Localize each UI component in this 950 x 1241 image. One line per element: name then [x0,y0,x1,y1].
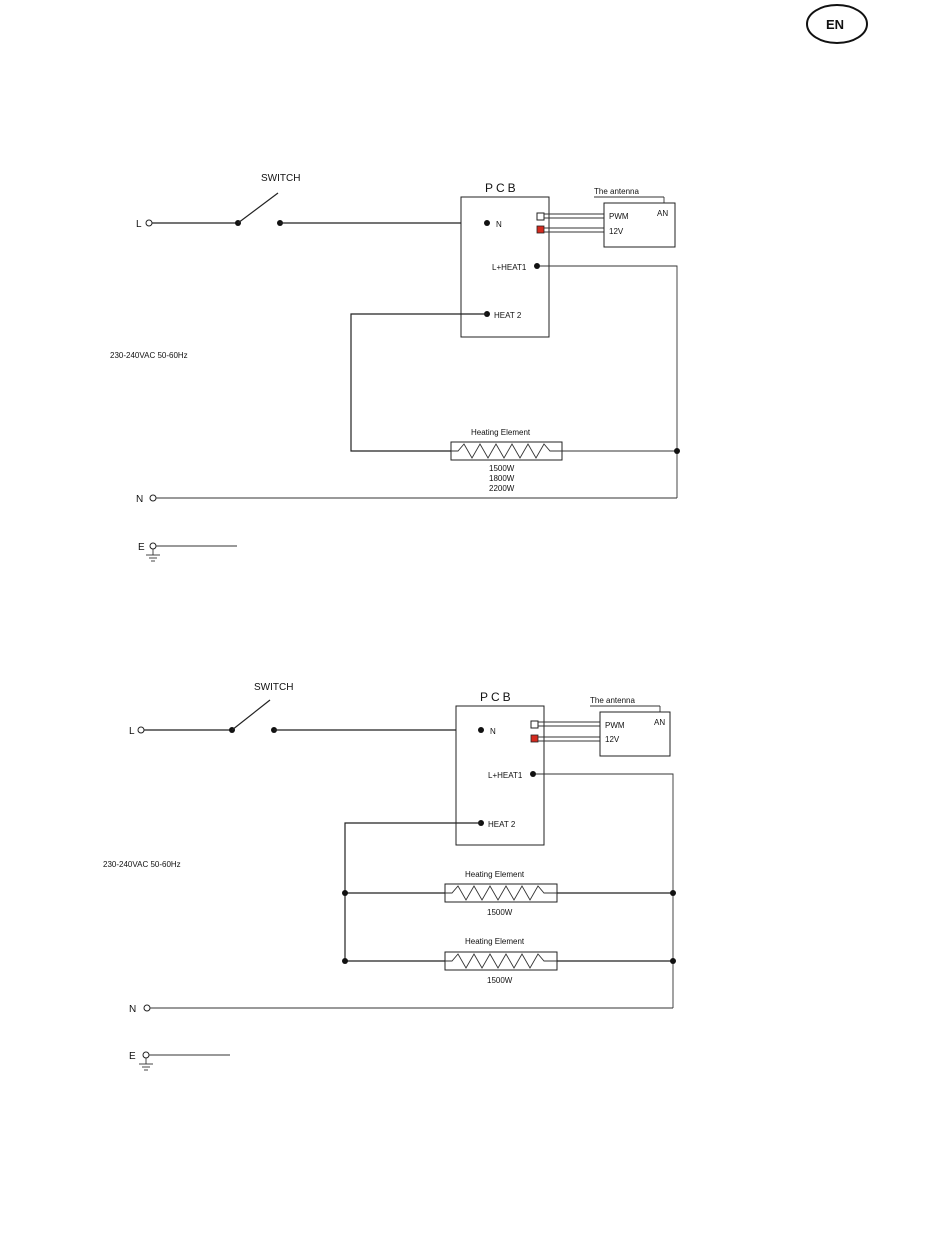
pcb-n-label: N [496,220,502,229]
antenna-an-label: AN [654,718,665,727]
line-l-terminal [138,727,144,733]
heating-element-watts-1: 1500W [489,464,515,473]
earth-icon [146,549,160,561]
pcb-l-heat1-label: L+HEAT1 [492,263,527,272]
heating-element-1 [445,884,557,902]
antenna-title: The antenna [594,187,639,196]
line-e-terminal [143,1052,149,1058]
junction-dot [670,958,676,964]
line-n-label: N [129,1004,136,1015]
heating-element-2-watts: 1500W [487,976,513,985]
antenna-an-label: AN [657,209,668,218]
pcb-pwm-connector [531,721,538,728]
pcb-12v-connector [537,226,544,233]
line-l-label: L [136,219,142,230]
heating-element-label: Heating Element [471,428,531,437]
line-e-label: E [138,542,145,553]
antenna-12v-label: 12V [605,735,620,744]
diagram-dual-element: L SWITCH PCB N L+HEAT1 HEAT 2 The antenn… [103,682,676,1070]
pcb-n-terminal [478,727,484,733]
pcb-n-label: N [490,727,496,736]
junction-dot [674,448,680,454]
earth-icon [139,1058,153,1070]
heating-element-1-label: Heating Element [465,870,525,879]
language-badge: EN [807,5,867,43]
line-n-label: N [136,494,143,505]
pcb-label: PCB [480,690,514,704]
pcb-heat2-label: HEAT 2 [488,820,516,829]
antenna-title: The antenna [590,696,635,705]
junction-dot [342,958,348,964]
heating-element-watts-3: 2200W [489,484,515,493]
switch-label: SWITCH [254,682,293,693]
pcb-n-terminal [484,220,490,226]
pcb-pwm-connector [537,213,544,220]
language-badge-label: EN [826,17,844,32]
antenna-12v-label: 12V [609,227,624,236]
pcb-l-heat1-terminal [534,263,540,269]
switch-lever [238,193,278,223]
line-n-terminal [150,495,156,501]
heating-element-2 [445,952,557,970]
pcb-l-heat1-label: L+HEAT1 [488,771,523,780]
heating-element [451,442,562,460]
junction-dot [342,890,348,896]
line-n-terminal [144,1005,150,1011]
pcb-heat2-label: HEAT 2 [494,311,522,320]
heating-element-watts-2: 1800W [489,474,515,483]
switch-lever [232,700,270,730]
line-e-terminal [150,543,156,549]
antenna-pwm-label: PWM [605,721,625,730]
line-l-label: L [129,726,135,737]
pcb-label: PCB [485,181,519,195]
diagram-single-element: L SWITCH PCB N L+HEAT1 HEAT 2 The antenn… [110,173,680,561]
line-e-label: E [129,1051,136,1062]
l-heat1-wire [540,266,677,498]
antenna-pwm-label: PWM [609,212,629,221]
supply-label: 230-240VAC 50-60Hz [103,860,181,869]
pcb-l-heat1-terminal [530,771,536,777]
junction-dot [670,890,676,896]
heating-element-1-watts: 1500W [487,908,513,917]
heating-element-2-label: Heating Element [465,937,525,946]
pcb-12v-connector [531,735,538,742]
line-l-terminal [146,220,152,226]
supply-label: 230-240VAC 50-60Hz [110,351,188,360]
switch-label: SWITCH [261,173,300,184]
